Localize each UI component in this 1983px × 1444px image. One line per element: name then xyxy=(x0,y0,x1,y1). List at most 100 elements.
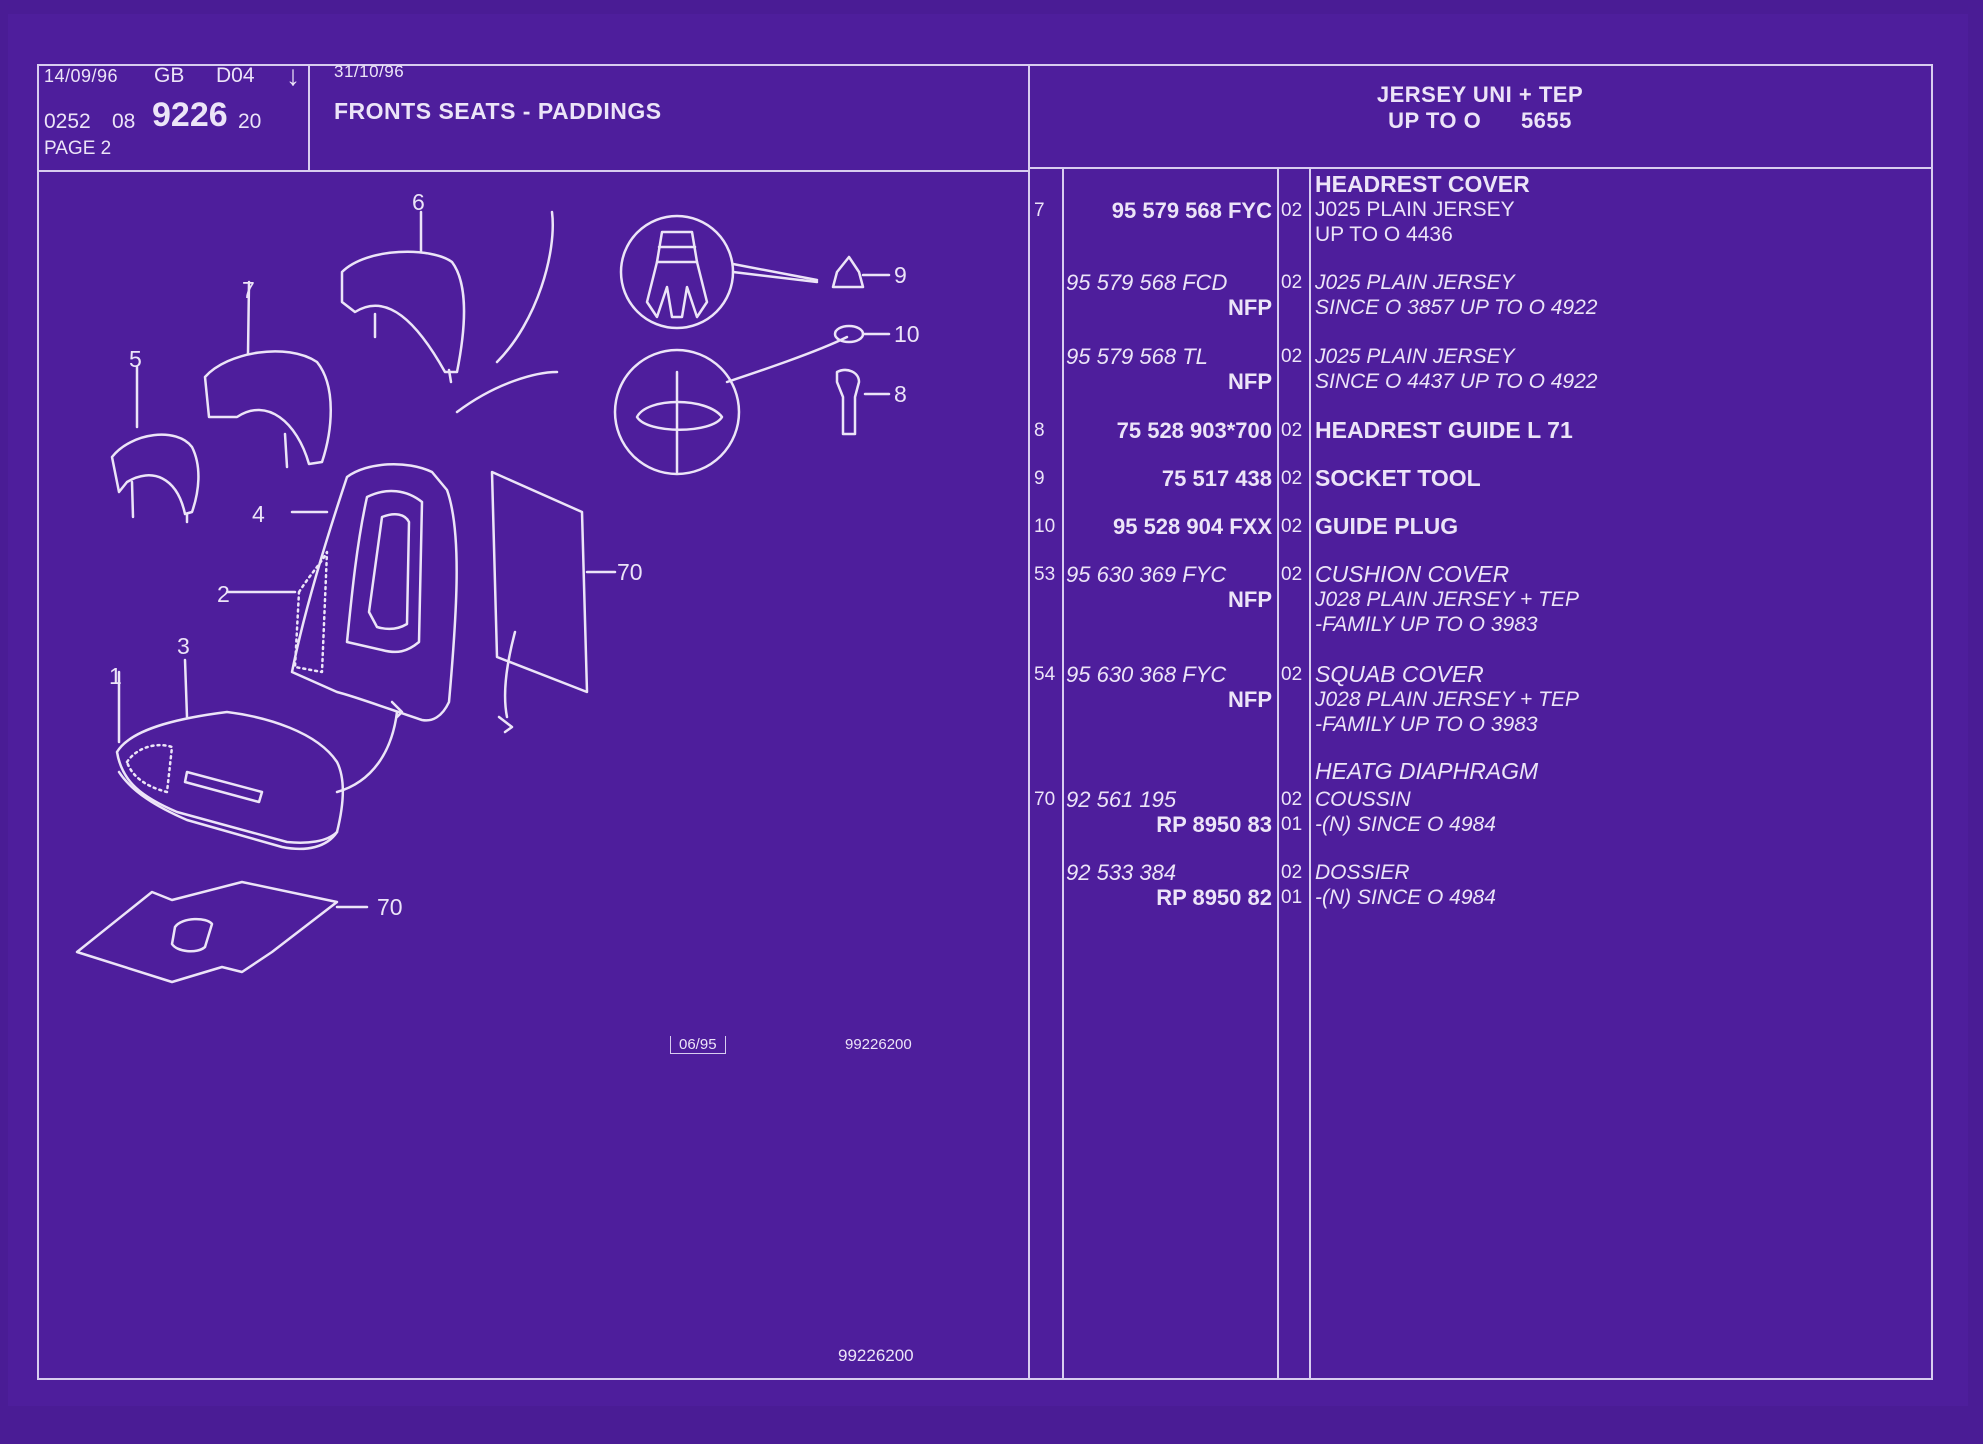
page-title: FRONTS SEATS - PADDINGS xyxy=(334,98,662,124)
description-line: SINCE O 4437 UP TO O 4922 xyxy=(1315,370,1598,393)
divider-qty-desc xyxy=(1309,167,1311,1380)
description-line: J025 PLAIN JERSEY xyxy=(1315,198,1515,221)
header-date2: 31/10/96 xyxy=(334,62,405,81)
row-ref: 10 xyxy=(1034,516,1056,537)
variant-line1: JERSEY UNI + TEP xyxy=(1376,82,1584,107)
row-part-number: 95 579 568 TL xyxy=(1066,344,1208,369)
description-line: SOCKET TOOL xyxy=(1315,465,1481,491)
description-line: -(N) SINCE O 4984 xyxy=(1315,886,1496,909)
header-num3: 20 xyxy=(238,110,262,133)
row-part-number: 95 579 568 FYC xyxy=(1111,198,1272,223)
header-page: PAGE 2 xyxy=(44,138,112,159)
description-line: J028 PLAIN JERSEY + TEP xyxy=(1315,688,1579,711)
callout-5: 5 xyxy=(129,346,142,372)
row-qty: 02 xyxy=(1281,664,1303,685)
divider-header-cell xyxy=(308,64,310,170)
description-line: SINCE O 3857 UP TO O 4922 xyxy=(1315,296,1598,319)
callout-6: 6 xyxy=(412,189,425,215)
row-qty2: 01 xyxy=(1281,814,1303,835)
headrest-guide-8 xyxy=(835,368,861,436)
callout-1: 1 xyxy=(109,663,122,689)
row-description: HEATG DIAPHRAGM xyxy=(1315,759,1915,784)
sheet-code: 99226200 xyxy=(838,1346,914,1365)
callout-9: 9 xyxy=(894,262,907,288)
row-qty: 02 xyxy=(1281,516,1303,537)
callout-8: 8 xyxy=(894,381,907,407)
revision-box: 06/95 xyxy=(670,1036,726,1054)
divider-diagram-table xyxy=(1028,64,1030,1380)
description-line: DOSSIER xyxy=(1315,861,1410,884)
row-part-number: 75 528 903*700 xyxy=(1116,418,1272,443)
description-line: J025 PLAIN JERSEY xyxy=(1315,271,1515,294)
callout-7: 7 xyxy=(242,277,255,303)
description-line: J028 PLAIN JERSEY + TEP xyxy=(1315,588,1579,611)
description-line: J025 PLAIN JERSEY xyxy=(1315,345,1515,368)
description-line: HEADREST COVER xyxy=(1315,171,1530,197)
description-line: HEATG DIAPHRAGM xyxy=(1315,758,1539,784)
detail-circle-guide xyxy=(613,348,741,476)
row-description: HEADREST GUIDE L 71 xyxy=(1315,418,1915,443)
header-num2: 08 xyxy=(112,110,136,133)
row-qty2: 01 xyxy=(1281,887,1303,908)
row-qty: 02 xyxy=(1281,564,1303,585)
callout-4: 4 xyxy=(252,501,265,527)
row-part-suffix: NFP xyxy=(1228,687,1272,712)
divider-part-qty xyxy=(1277,167,1279,1380)
header-num1: 0252 xyxy=(44,110,91,133)
headrest-7 xyxy=(203,350,332,466)
row-part-number: 95 528 904 FXX xyxy=(1112,514,1272,539)
seat-cushion xyxy=(115,710,345,844)
row-ref: 9 xyxy=(1034,468,1045,489)
exploded-seat-diagram: 6 7 5 4 2 3 1 70 70 9 10 8 xyxy=(75,189,920,984)
row-description: DOSSIER-(N) SINCE O 4984 xyxy=(1315,860,1915,910)
divider-ref-part xyxy=(1062,167,1064,1380)
description-line: CUSHION COVER xyxy=(1315,561,1510,587)
row-part-suffix: NFP xyxy=(1228,295,1272,320)
headrest-6 xyxy=(340,250,466,374)
guide-plug-10 xyxy=(833,324,865,344)
description-line: COUSSIN xyxy=(1315,788,1411,811)
row-qty: 02 xyxy=(1281,468,1303,489)
row-description: SOCKET TOOL xyxy=(1315,466,1915,491)
row-ref: 70 xyxy=(1034,789,1056,810)
row-ref: 7 xyxy=(1034,200,1045,221)
divider-header xyxy=(37,170,1028,172)
description-line: -(N) SINCE O 4984 xyxy=(1315,813,1496,836)
row-part-number: 92 533 384 xyxy=(1066,860,1177,885)
row-qty: 02 xyxy=(1281,346,1303,367)
description-line: GUIDE PLUG xyxy=(1315,513,1459,539)
row-ref: 54 xyxy=(1034,664,1056,685)
squab-frame xyxy=(290,463,458,722)
variant-line2: UP TO O 5655 xyxy=(1388,108,1572,133)
description-line: UP TO O 4436 xyxy=(1315,223,1453,246)
parts-sheet xyxy=(8,14,1968,1406)
row-part-suffix: NFP xyxy=(1228,587,1272,612)
row-part-number: 75 517 438 xyxy=(1161,466,1272,491)
description-line: -FAMILY UP TO O 3983 xyxy=(1315,713,1538,736)
callout-70-back: 70 xyxy=(617,559,643,585)
divider-header-right xyxy=(1028,167,1933,169)
row-ref: 8 xyxy=(1034,420,1045,441)
callout-3: 3 xyxy=(177,633,190,659)
socket-tool-9 xyxy=(831,255,865,289)
row-part-suffix: RP 8950 82 xyxy=(1156,885,1272,910)
row-part-suffix: NFP xyxy=(1228,369,1272,394)
sheet-frame xyxy=(37,64,1933,1380)
variant-title: JERSEY UNI + TEP UP TO O 5655 xyxy=(1030,82,1930,134)
heating-pad-seat xyxy=(75,880,339,984)
row-part-suffix: RP 8950 83 xyxy=(1156,812,1272,837)
row-qty: 02 xyxy=(1281,420,1303,441)
row-qty: 02 xyxy=(1281,862,1303,883)
description-line: SQUAB COVER xyxy=(1315,661,1484,687)
heating-pad-back xyxy=(490,470,589,694)
row-qty: 02 xyxy=(1281,200,1303,221)
description-line: -FAMILY UP TO O 3983 xyxy=(1315,613,1538,636)
row-part-number: 95 630 368 FYC xyxy=(1066,662,1227,687)
row-part-number: 92 561 195 xyxy=(1066,787,1177,812)
callout-10: 10 xyxy=(894,321,920,347)
